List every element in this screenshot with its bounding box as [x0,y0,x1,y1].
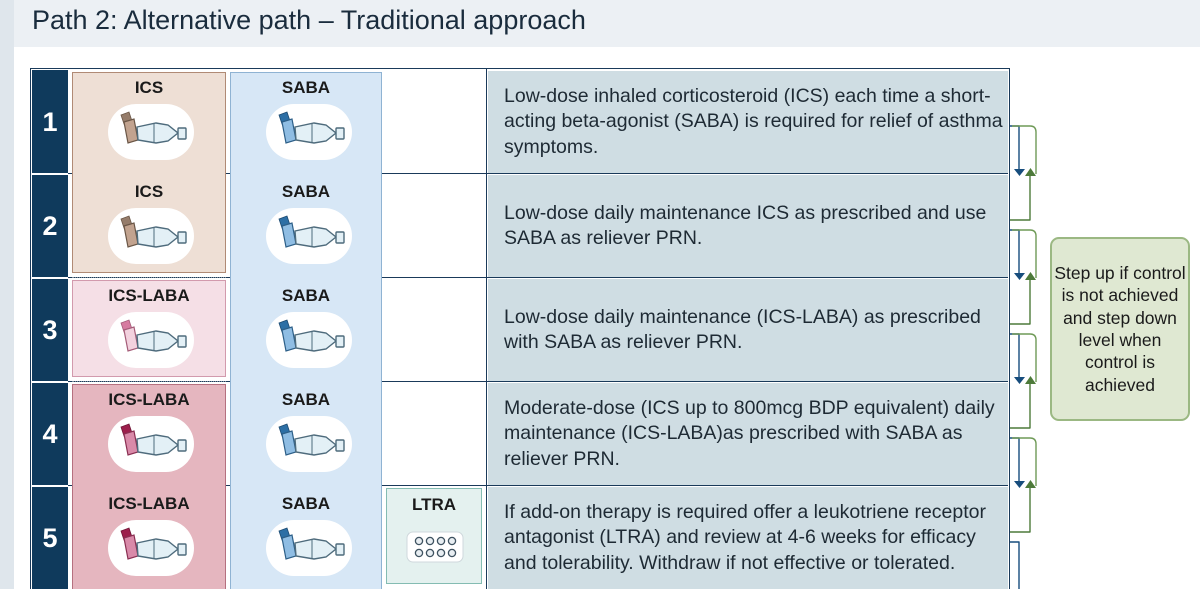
inhaler-spacer-icon [120,111,187,144]
inhaler-oval [108,416,194,472]
step-number-2: 2 [42,210,58,241]
row-divider [68,277,1008,278]
step-number-5: 5 [42,522,58,553]
step-number-4: 4 [42,418,58,449]
step-divider [32,381,68,383]
inhaler-spacer-icon [120,319,187,352]
medicine-label: SABA [281,494,331,513]
ics-laba-cell-row-5: ICS-LABA [72,486,226,590]
column-divider [486,69,487,589]
medicine-label: SABA [281,390,331,409]
inhaler-spacer-icon [120,527,187,560]
triangle-up-icon [1025,168,1036,488]
description-text: Low-dose inhaled corticosteroid (ICS) ea… [504,84,1003,158]
inhaler-spacer-icon [278,527,345,560]
description-row-5: If add-on therapy is required offer a le… [488,487,1008,589]
inhaler-oval [266,416,352,472]
ics-cell-row-1: ICS [72,70,226,174]
row-divider [68,485,1008,486]
inhaler-spacer-icon [278,423,345,456]
saba-cell-row-5: SABA [230,486,382,590]
ics-laba-cell-row-3: ICS-LABA [72,278,226,382]
tablet-blister-pack-icon [406,531,464,563]
description-row-1: Low-dose inhaled corticosteroid (ICS) ea… [488,71,1008,173]
title-bar [14,0,1200,47]
inhaler-oval [108,520,194,576]
ics-laba-cell-row-4: ICS-LABA [72,382,226,486]
saba-cell-row-1: SABA [230,70,382,174]
step-note-text: Step up if control is not achieved and s… [1054,263,1186,395]
inhaler-oval [266,312,352,368]
medicine-label: ICS-LABA [108,390,190,409]
step-up-down-note: Step up if control is not achieved and s… [1050,237,1190,421]
inhaler-spacer-icon [120,423,187,456]
step-column [32,70,68,589]
saba-cell-row-2: SABA [230,174,382,278]
inhaler-oval [266,208,352,264]
description-text: Low-dose daily maintenance ICS as prescr… [504,201,987,250]
step-arrows [1010,125,1037,589]
description-text: Moderate-dose (ICS up to 800mcg BDP equi… [504,396,995,470]
row-divider [68,173,1008,174]
medicine-label: SABA [281,286,331,305]
dotted-divider [72,381,226,382]
description-row-4: Moderate-dose (ICS up to 800mcg BDP equi… [488,383,1008,485]
page-title: Path 2: Alternative path – Traditional a… [32,5,586,35]
inhaler-oval [108,104,194,160]
inhaler-spacer-icon [278,215,345,248]
saba-cell-row-3: SABA [230,278,382,382]
medicine-label: SABA [281,182,331,201]
inhaler-oval [108,208,194,264]
step-divider [32,485,68,487]
medicine-label: ICS-LABA [108,494,190,513]
inhaler-oval [266,520,352,576]
description-text: Low-dose daily maintenance (ICS-LABA) as… [504,305,981,354]
step-divider [32,277,68,279]
triangle-down-icon [1014,169,1025,488]
left-margin-strip [0,0,14,589]
medicine-label: ICS [134,78,164,97]
description-row-3: Low-dose daily maintenance (ICS-LABA) as… [488,279,1008,381]
step-number-3: 3 [42,314,58,345]
row-divider [68,381,1008,382]
description-row-2: Low-dose daily maintenance ICS as prescr… [488,175,1008,277]
saba-cell-row-4: SABA [230,382,382,486]
step-divider [32,173,68,175]
dotted-divider [72,277,226,278]
medicine-label: ICS-LABA [108,286,190,305]
description-text: If add-on therapy is required offer a le… [504,500,987,574]
medicine-label: ICS [134,182,164,201]
step-number-1: 1 [42,106,58,137]
ltra-cell-row-5: LTRA [386,488,482,584]
inhaler-oval [108,312,194,368]
inhaler-oval [266,104,352,160]
ics-cell-row-2: ICS [72,174,226,278]
medicine-label: SABA [281,78,331,97]
medicine-label: LTRA [411,495,457,514]
inhaler-spacer-icon [278,319,345,352]
inhaler-spacer-icon [120,215,187,248]
inhaler-spacer-icon [278,111,345,144]
